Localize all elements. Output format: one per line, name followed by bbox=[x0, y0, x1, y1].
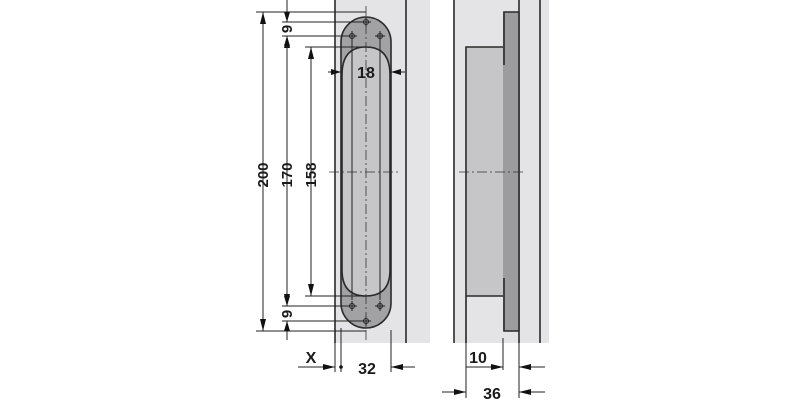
dimension-200: 200 bbox=[255, 12, 272, 331]
dimension-170-label: 170 bbox=[279, 162, 296, 187]
dimension-200-label: 200 bbox=[255, 162, 272, 187]
front-dimensions: 200 170 158 9 9 bbox=[255, 0, 415, 378]
side-hinge-body-outline bbox=[465, 46, 504, 343]
dimension-32: 32 X bbox=[298, 328, 415, 378]
dimension-x-label: X bbox=[306, 350, 317, 367]
side-view bbox=[453, 0, 549, 343]
dimension-18-label: 18 bbox=[357, 65, 375, 82]
screw-hole-top-right bbox=[375, 31, 385, 41]
front-view bbox=[329, 0, 430, 343]
side-hinge-body bbox=[466, 47, 504, 296]
side-cover-plate-outline bbox=[503, 11, 519, 332]
dimension-158: 158 bbox=[303, 47, 320, 296]
dimension-32-label: 32 bbox=[358, 361, 376, 378]
dimension-36: 36 bbox=[442, 386, 545, 400]
dimension-9-bottom-label: 9 bbox=[279, 310, 296, 318]
dimension-9-top: 9 bbox=[279, 0, 296, 50]
dimension-170: 170 bbox=[279, 36, 296, 306]
side-dimensions: 10 36 bbox=[442, 300, 545, 400]
side-cover-plate bbox=[503, 12, 520, 331]
dimension-10: 10 bbox=[466, 350, 545, 370]
dimension-10-label: 10 bbox=[469, 350, 487, 367]
dimension-158-label: 158 bbox=[303, 162, 320, 187]
dimension-9-top-label: 9 bbox=[279, 25, 296, 33]
dimension-9-bottom: 9 bbox=[279, 296, 296, 340]
screw-hole-bottom-right bbox=[375, 301, 385, 311]
dimension-36-label: 36 bbox=[483, 386, 501, 400]
dimension-18: 18 bbox=[328, 65, 405, 82]
